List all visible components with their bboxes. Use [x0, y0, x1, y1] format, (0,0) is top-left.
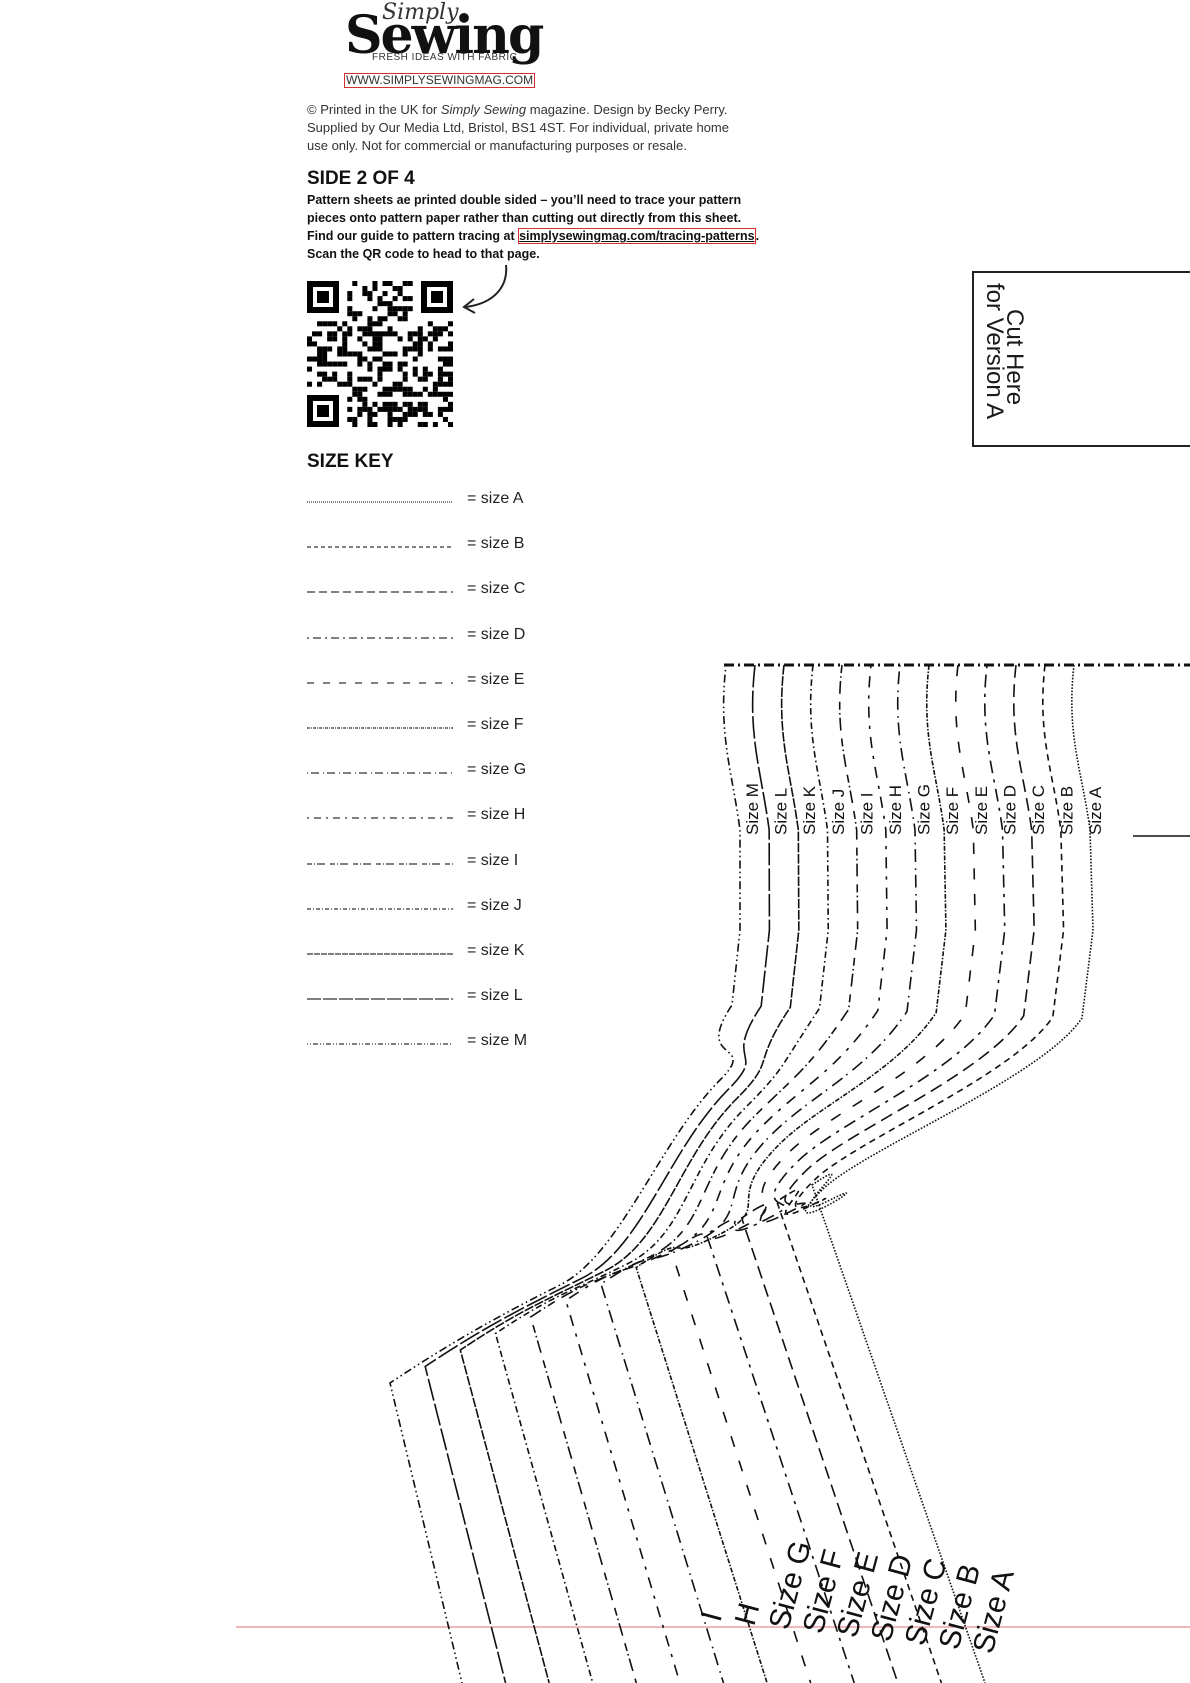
copyright-line-3: use only. Not for commercial or manufact… [307, 138, 687, 153]
sheet-title: SIDE 2 OF 4 [307, 168, 415, 189]
size-key-label: = size K [467, 942, 525, 959]
pattern-labels-top: Size M Size L Size K Size J Size I Size H Size… [743, 783, 1105, 835]
pattern-lines [389, 664, 1094, 1683]
size-key-row: = size M [307, 1032, 547, 1054]
pattern-size-line [424, 664, 771, 1683]
size-key-label: = size J [467, 896, 522, 914]
copyright-line-1: © Printed in the UK for Simply Sewing ma… [307, 102, 728, 117]
qr-finder-tl [307, 281, 339, 313]
size-key-label: = size A [467, 490, 524, 507]
tracing-guide-link[interactable]: simplysewingmag.com/tracing-patterns [518, 228, 756, 244]
size-key-line-sample [307, 998, 453, 1000]
website-link[interactable]: WWW.SIMPLYSEWINGMAG.COM [344, 73, 536, 88]
pattern-size-label-large: H [729, 1599, 766, 1628]
pattern-size-label: Size D [1000, 785, 1019, 835]
size-key-line-sample [307, 727, 453, 729]
size-key-label: = size F [467, 716, 524, 733]
pattern-size-label: Size H [886, 785, 905, 835]
copyright-line-2: Supplied by Our Media Ltd, Bristol, BS1 … [307, 120, 729, 135]
size-key-line-sample [307, 862, 453, 865]
size-key-line-sample [307, 953, 453, 955]
pattern-size-line [705, 664, 1006, 1683]
pattern-size-line [775, 664, 1065, 1683]
logo-script-text: Simply [382, 0, 459, 25]
size-key-row: = size J [307, 897, 547, 919]
size-key-label: = size D [467, 625, 526, 643]
pattern-size-line [804, 664, 1094, 1683]
size-key-row: = size E [307, 671, 547, 693]
size-key-line-sample [307, 546, 453, 548]
size-key-row: = size F [307, 716, 547, 738]
size-key-line-sample [307, 636, 453, 639]
size-key-row: = size D [307, 626, 547, 648]
pattern-size-label: Size G [915, 784, 934, 835]
size-key-label: = size I [467, 851, 519, 869]
size-key-label: = size H [467, 806, 526, 824]
pattern-size-line [670, 664, 977, 1683]
size-key-line-sample [307, 908, 453, 910]
size-key-title: SIZE KEY [307, 451, 394, 472]
pattern-size-line [494, 664, 830, 1683]
qr-modules [307, 281, 453, 427]
size-key-row: = size K [307, 942, 547, 964]
pattern-size-label: Size C [1029, 785, 1048, 835]
instructions-line-1: Pattern sheets ae printed double sided –… [307, 193, 742, 207]
size-key-label: = size M [467, 1032, 528, 1050]
size-key-line-sample [307, 501, 453, 503]
instructions-line-4: Scan the QR code to head to that page. [307, 247, 540, 261]
size-key-row: = size H [307, 806, 547, 828]
logo-wordmark: Sewing [345, 5, 544, 66]
size-key-line-sample [307, 817, 453, 820]
size-key-line-sample [307, 772, 453, 774]
size-key-row: = size G [307, 761, 547, 783]
size-key-label: = size G [467, 761, 527, 779]
tracing-instructions: Pattern sheets ae printed double sided –… [307, 191, 787, 263]
size-key-label: = size E [467, 670, 525, 688]
logo-tagline: FRESH IDEAS WITH FABRIC [372, 52, 518, 63]
pattern-size-label: Size A [1086, 786, 1105, 835]
instructions-line-2: pieces onto pattern paper rather than cu… [307, 211, 742, 225]
pattern-size-line [529, 664, 859, 1683]
size-key-label: = size C [467, 580, 526, 598]
copyright-block: © Printed in the UK for Simply Sewing ma… [307, 101, 737, 155]
pattern-size-label: Size L [772, 788, 791, 835]
qr-finder-bl [307, 395, 339, 427]
pattern-size-label: Size B [1058, 786, 1077, 835]
size-key-row: = size I [307, 852, 547, 874]
pattern-size-label: Size I [857, 792, 876, 835]
pattern-size-line [740, 664, 1035, 1683]
size-key-line-sample [307, 591, 453, 594]
pattern-size-label-large: I [695, 1608, 729, 1625]
cut-here-box [972, 271, 1190, 447]
pattern-size-label: Size K [800, 785, 819, 835]
pattern-size-line [389, 664, 741, 1683]
size-key-row: = size A [307, 490, 547, 512]
arrow-icon [462, 264, 508, 314]
size-key-row: = size L [307, 987, 547, 1009]
pattern-size-label: Size F [943, 787, 962, 835]
size-key-row: = size C [307, 580, 547, 602]
instructions-line-3: Find our guide to pattern tracing at sim… [307, 228, 760, 244]
pattern-size-label: Size J [829, 789, 848, 835]
qr-finder-tr [421, 281, 453, 313]
pattern-size-line [635, 664, 947, 1683]
size-key-label: = size B [467, 535, 525, 553]
qr-code[interactable] [307, 281, 453, 427]
pattern-size-label: Size M [743, 783, 762, 835]
pattern-size-line [459, 664, 800, 1683]
size-key-label: = size L [467, 987, 523, 1005]
pattern-size-line [600, 664, 918, 1683]
size-key-line-sample [307, 1043, 453, 1046]
pattern-size-label: Size E [972, 786, 991, 835]
size-key-row: = size B [307, 535, 547, 557]
